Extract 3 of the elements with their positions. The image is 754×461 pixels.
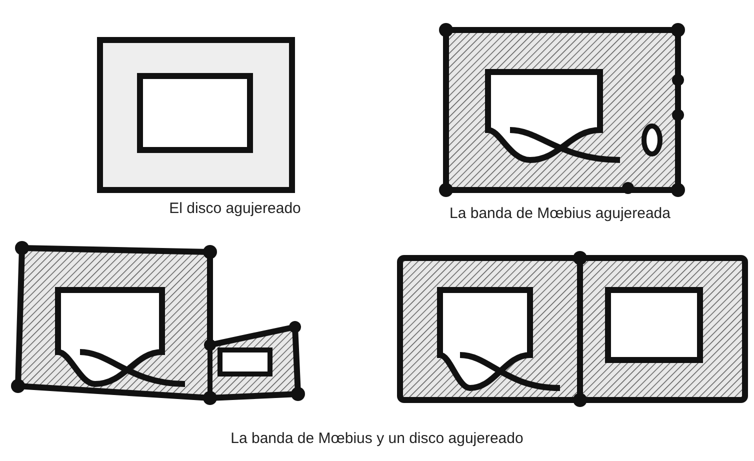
figure-caption: La banda de Mœbius agujereada xyxy=(450,205,670,222)
figure-caption: El disco agujereado xyxy=(169,200,301,217)
figure-caption: La banda de Mœbius y un disco agujereado xyxy=(230,430,524,447)
